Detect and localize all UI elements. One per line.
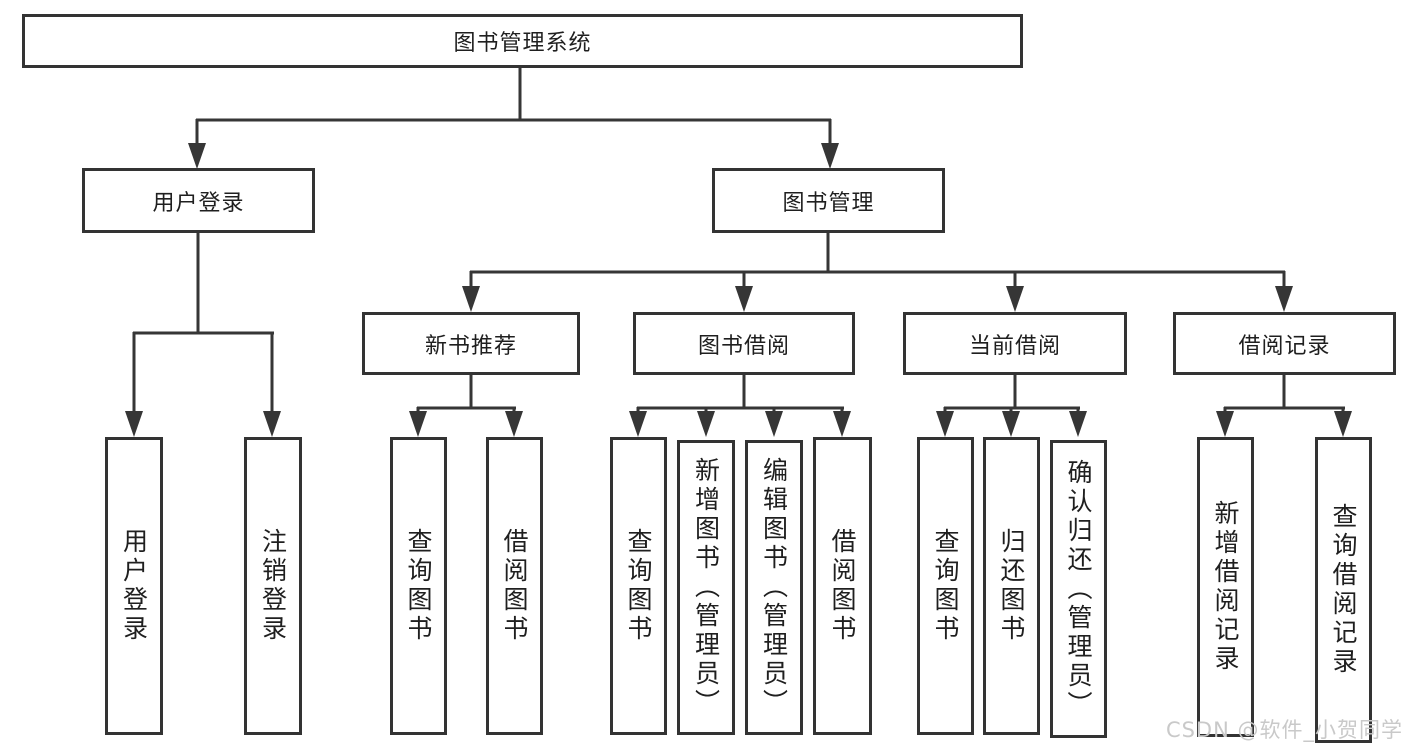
node-book-management-group-label: 图书管理 <box>782 190 875 216</box>
leaf-br-query-record-label: 查询借阅记录 <box>1329 503 1358 677</box>
leaf-cb-return-books-label: 归还图书 <box>997 528 1026 644</box>
leaf-br-query-record: 查询借阅记录 <box>1315 437 1372 743</box>
node-user-login-group-label: 用户登录 <box>152 190 245 216</box>
leaf-cb-query-books-label: 查询图书 <box>931 528 960 644</box>
node-current-borrowing: 当前借阅 <box>903 312 1127 375</box>
leaf-cb-return-books: 归还图书 <box>983 437 1040 735</box>
node-book-borrowing: 图书借阅 <box>633 312 855 375</box>
leaf-bb-edit-books: 编辑图书（管理员） <box>745 440 803 735</box>
node-book-management-group: 图书管理 <box>712 168 945 233</box>
leaf-bb-query-books: 查询图书 <box>610 437 667 735</box>
node-new-book-recommend-label: 新书推荐 <box>424 333 517 359</box>
leaf-bb-add-books-label: 新增图书（管理员） <box>691 457 721 718</box>
leaf-user-login: 用户登录 <box>105 437 163 735</box>
node-root-system-label: 图书管理系统 <box>453 31 592 56</box>
node-borrowing-records: 借阅记录 <box>1173 312 1396 375</box>
leaf-bb-query-books-label: 查询图书 <box>624 528 653 644</box>
leaf-br-add-record-label: 新增借阅记录 <box>1211 500 1240 674</box>
node-user-login-group: 用户登录 <box>82 168 315 233</box>
leaf-logout: 注销登录 <box>244 437 302 735</box>
node-current-borrowing-label: 当前借阅 <box>968 333 1061 359</box>
leaf-nbr-borrow-books-label: 借阅图书 <box>500 528 529 644</box>
node-root-system: 图书管理系统 <box>22 14 1023 68</box>
leaf-nbr-query-books-label: 查询图书 <box>404 528 433 644</box>
node-book-borrowing-label: 图书借阅 <box>697 333 790 359</box>
csdn-watermark: CSDN @软件_小贺同学 <box>1165 718 1403 742</box>
leaf-bb-edit-books-label: 编辑图书（管理员） <box>759 457 789 718</box>
leaf-bb-borrow-books: 借阅图书 <box>813 437 872 735</box>
leaf-cb-query-books: 查询图书 <box>917 437 974 735</box>
leaf-br-add-record: 新增借阅记录 <box>1197 437 1254 737</box>
node-borrowing-records-label: 借阅记录 <box>1238 333 1331 359</box>
leaf-nbr-borrow-books: 借阅图书 <box>486 437 543 735</box>
leaf-nbr-query-books: 查询图书 <box>390 437 447 735</box>
node-new-book-recommend: 新书推荐 <box>362 312 580 375</box>
leaf-bb-add-books: 新增图书（管理员） <box>677 440 735 735</box>
leaf-cb-confirm-return: 确认归还（管理员） <box>1050 440 1107 738</box>
leaf-user-login-label: 用户登录 <box>119 528 149 644</box>
leaf-logout-label: 注销登录 <box>258 528 288 644</box>
leaf-cb-confirm-return-label: 确认归还（管理员） <box>1064 458 1093 720</box>
leaf-bb-borrow-books-label: 借阅图书 <box>828 528 857 644</box>
